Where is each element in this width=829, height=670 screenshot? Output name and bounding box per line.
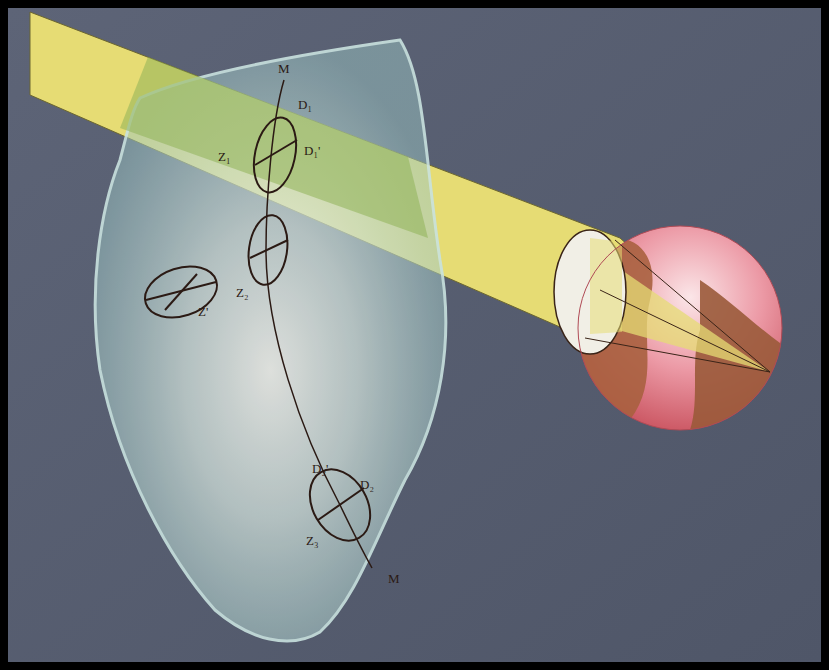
zone-label: M [388, 572, 400, 585]
zone-label: Z₁ [218, 150, 230, 163]
zone-label: Z' [198, 305, 208, 318]
zone-label: D₂' [312, 462, 328, 475]
zone-label: D₂ [360, 478, 374, 491]
zone-label: M [278, 62, 290, 75]
zone-label: Z₂ [236, 286, 248, 299]
zone-label: D₁' [304, 144, 320, 157]
zone-label: Z₃ [306, 534, 318, 547]
zone-label: D₁ [298, 98, 312, 111]
